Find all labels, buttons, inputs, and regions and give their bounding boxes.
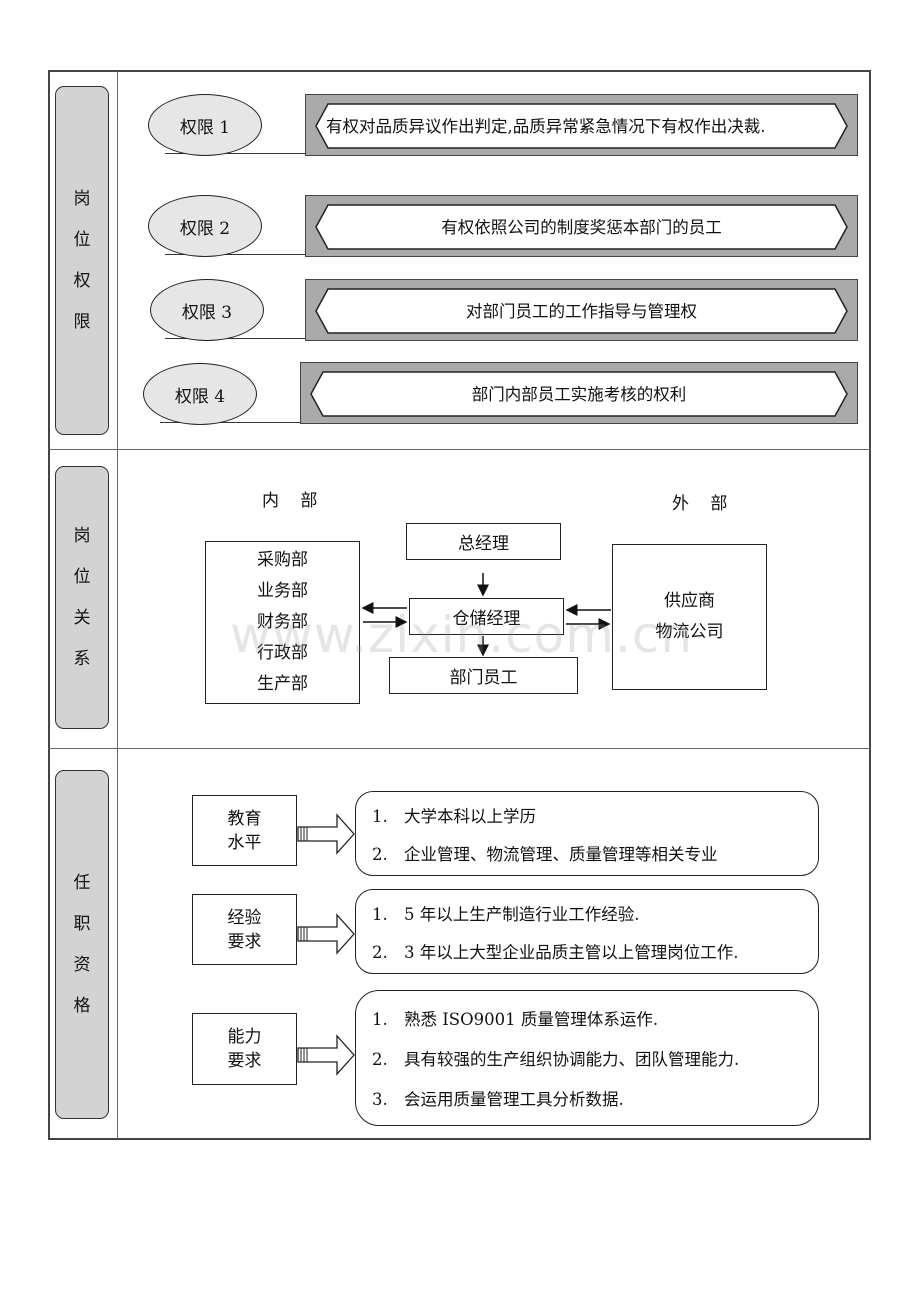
label-char: 权 bbox=[73, 270, 91, 291]
item-number: 1. bbox=[372, 1010, 388, 1029]
external-parties-box: 供应商 物流公司 bbox=[612, 544, 767, 690]
authority-text-box-1: 有权对品质异议作出判定,品质异常紧急情况下有权作出决裁. bbox=[305, 94, 858, 156]
internal-departments-box: 采购部 业务部 财务部 行政部 生产部 bbox=[205, 541, 360, 704]
item-text: 具有较强的生产组织协调能力、团队管理能力. bbox=[404, 1050, 740, 1069]
item-text: 企业管理、物流管理、质量管理等相关专业 bbox=[404, 844, 718, 864]
row-divider-1 bbox=[48, 449, 871, 450]
column-divider bbox=[117, 71, 118, 1139]
qualification-label-ability: 能力 要求 bbox=[192, 1013, 297, 1085]
authority-tag-4: 权限 4 bbox=[143, 363, 257, 425]
label-line: 水平 bbox=[227, 832, 262, 853]
item-text: 大学本科以上学历 bbox=[404, 806, 536, 826]
item-number: 1. bbox=[372, 806, 388, 826]
arrow-right-icon bbox=[297, 813, 355, 855]
qualification-label-experience: 经验 要求 bbox=[192, 894, 297, 965]
authority-text-3: 对部门员工的工作指导与管理权 bbox=[466, 302, 697, 321]
section-label-qualifications: 任 职 资 格 bbox=[55, 770, 109, 1119]
label-line: 能力 bbox=[227, 1027, 262, 1047]
hexagon-frame bbox=[315, 288, 848, 334]
qualification-box-ability: 1. 熟悉 ISO9001 质量管理体系运作. 2. 具有较强的生产组织协调能力、团… bbox=[355, 990, 819, 1126]
qualification-box-education: 1. 大学本科以上学历 2. 企业管理、物流管理、质量管理等相关专业 bbox=[355, 791, 819, 876]
label-line: 要求 bbox=[227, 931, 262, 952]
label-char: 格 bbox=[73, 995, 91, 1016]
authority-text-box-3: 对部门员工的工作指导与管理权 bbox=[305, 279, 858, 341]
hexagon-frame bbox=[315, 103, 848, 149]
underline bbox=[165, 254, 307, 255]
label-char: 位 bbox=[73, 229, 91, 250]
item-text: 3 年以上大型企业品质主管以上管理岗位工作. bbox=[404, 942, 739, 962]
item-number: 2. bbox=[372, 844, 388, 864]
label-char: 位 bbox=[73, 566, 91, 587]
label-char: 限 bbox=[73, 311, 91, 332]
list-item: 1. 大学本科以上学历 bbox=[372, 803, 818, 827]
item-number: 3. bbox=[372, 1090, 388, 1109]
qualification-box-experience: 1. 5 年以上生产制造行业工作经验. 2. 3 年以上大型企业品质主管以上管理岗位… bbox=[355, 889, 819, 974]
authority-text-box-2: 有权依照公司的制度奖惩本部门的员工 bbox=[305, 195, 858, 257]
label-line: 经验 bbox=[227, 907, 262, 928]
label-char: 职 bbox=[73, 913, 91, 934]
dept-item: 业务部 bbox=[257, 581, 308, 601]
external-item: 供应商 bbox=[664, 591, 715, 611]
label-char: 岗 bbox=[73, 525, 91, 546]
list-item: 2. 企业管理、物流管理、质量管理等相关专业 bbox=[372, 841, 818, 865]
underline bbox=[165, 153, 307, 154]
table-frame bbox=[48, 70, 871, 1140]
item-number: 2. bbox=[372, 1050, 388, 1069]
authority-text-4: 部门内部员工实施考核的权利 bbox=[471, 385, 687, 404]
item-number: 2. bbox=[372, 942, 388, 962]
dept-item: 采购部 bbox=[257, 550, 308, 570]
authority-text-1: 有权对品质异议作出判定,品质异常紧急情况下有权作出决裁. bbox=[326, 117, 766, 136]
item-text: 熟悉 ISO9001 质量管理体系运作. bbox=[404, 1010, 659, 1029]
dept-item: 生产部 bbox=[257, 674, 308, 694]
list-item: 3. 会运用质量管理工具分析数据. bbox=[372, 1086, 818, 1110]
internal-label: 内 部 bbox=[262, 491, 326, 511]
label-char: 任 bbox=[73, 872, 91, 893]
department-staff-box: 部门员工 bbox=[389, 657, 578, 694]
label-line: 教育 bbox=[227, 808, 262, 829]
label-char: 系 bbox=[73, 648, 91, 669]
external-item: 物流公司 bbox=[655, 622, 724, 642]
list-item: 1. 5 年以上生产制造行业工作经验. bbox=[372, 901, 818, 925]
item-number: 1. bbox=[372, 904, 388, 924]
warehouse-manager-box: 仓储经理 bbox=[409, 598, 564, 635]
label-char: 岗 bbox=[73, 188, 91, 209]
hexagon-frame bbox=[310, 371, 848, 417]
authority-text-2: 有权依照公司的制度奖惩本部门的员工 bbox=[441, 218, 722, 237]
section-label-authority: 岗 位 权 限 bbox=[55, 86, 109, 435]
dept-item: 财务部 bbox=[257, 612, 308, 632]
dept-item: 行政部 bbox=[257, 643, 308, 663]
list-item: 2. 具有较强的生产组织协调能力、团队管理能力. bbox=[372, 1046, 818, 1070]
label-char: 资 bbox=[73, 954, 91, 975]
underline bbox=[165, 338, 307, 339]
arrow-right-icon bbox=[297, 1034, 355, 1076]
hexagon-frame bbox=[315, 204, 848, 250]
label-char: 关 bbox=[73, 607, 91, 628]
qualification-label-education: 教育 水平 bbox=[192, 795, 297, 866]
authority-tag-1: 权限 1 bbox=[148, 94, 262, 156]
list-item: 1. 熟悉 ISO9001 质量管理体系运作. bbox=[372, 1006, 818, 1030]
arrow-right-icon bbox=[297, 913, 355, 955]
item-text: 5 年以上生产制造行业工作经验. bbox=[404, 904, 640, 924]
label-line: 要求 bbox=[227, 1051, 262, 1071]
authority-text-box-4: 部门内部员工实施考核的权利 bbox=[300, 362, 858, 424]
underline bbox=[160, 422, 302, 423]
general-manager-box: 总经理 bbox=[406, 523, 561, 560]
authority-tag-3: 权限 3 bbox=[150, 279, 264, 341]
item-text: 会运用质量管理工具分析数据. bbox=[404, 1090, 624, 1109]
row-divider-2 bbox=[48, 748, 871, 749]
external-label: 外 部 bbox=[672, 494, 736, 514]
list-item: 2. 3 年以上大型企业品质主管以上管理岗位工作. bbox=[372, 939, 818, 963]
authority-tag-2: 权限 2 bbox=[148, 195, 262, 257]
section-label-relations: 岗 位 关 系 bbox=[55, 466, 109, 729]
